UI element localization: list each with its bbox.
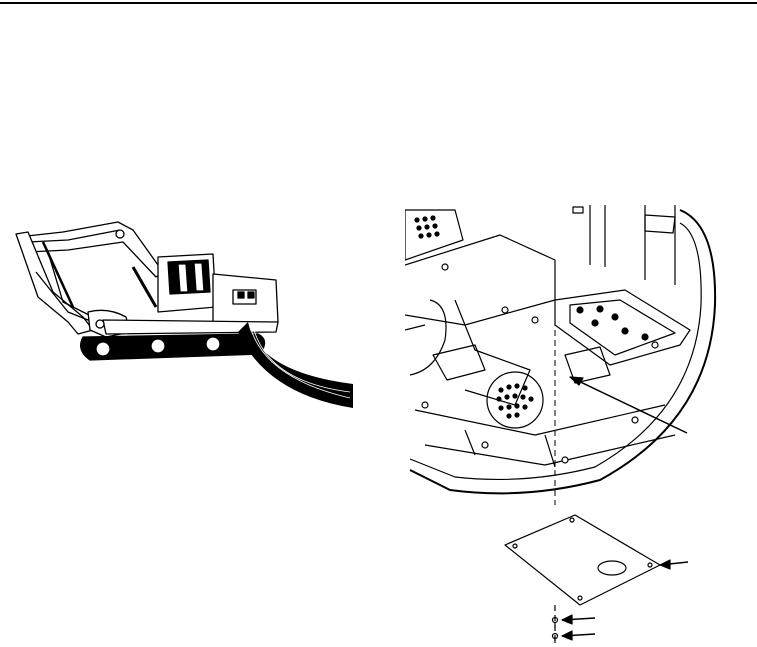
access-cover-panel-icon (504, 514, 689, 645)
header-rule (0, 2, 757, 4)
upperstructure-underside-icon (405, 205, 717, 505)
excavator-overview-icon (15, 221, 353, 408)
